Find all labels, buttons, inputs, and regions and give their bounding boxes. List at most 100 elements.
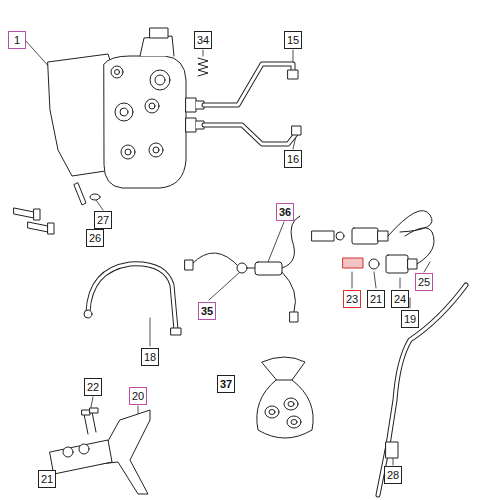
injection-pump-stroke [149,143,163,157]
callout-number: 21 [38,470,56,488]
parts-bag-stroke [265,406,279,418]
callout-number: 34 [194,31,212,49]
bleed-valve-upper-stroke [378,231,388,241]
callout-number: 26 [86,229,104,247]
callout-number: 25 [415,273,433,291]
bleed-valve-lower-stroke [386,255,408,273]
injection-pump-stroke [120,108,128,116]
callout-number: 20 [129,387,147,405]
injection-pump-stroke [155,75,165,85]
injection-pump-stroke [125,149,131,155]
callout-number: 21 [367,290,385,308]
injection-pump-stroke [115,103,133,121]
callout-number: 16 [284,150,302,168]
parts-bag-stroke [291,420,297,425]
leader-lines-stroke [410,298,411,308]
parts-bag-stroke [276,380,292,381]
sensor-cable [185,216,300,322]
callout-number: 27 [94,211,112,229]
injection-pump-stroke [111,66,123,78]
pipe-bores-stroke [88,264,176,330]
bleed-valve-lower-stroke [369,259,379,269]
callout-number: 19 [401,310,419,328]
pipes-stroke [204,125,296,144]
callout-number: 36 [276,203,294,221]
pipes-stroke [204,64,293,105]
bracket-stroke [50,440,112,474]
callout-number: 22 [84,378,102,396]
bleed-valve-upper-stroke [336,232,344,240]
injection-pump-stroke [186,98,196,112]
leader-lines-stroke [424,262,430,272]
pipe-nuts-stroke [292,126,301,135]
callout-number: 28 [384,466,402,484]
callout-number: 24 [391,290,409,308]
bleed-valve-upper-stroke [352,228,378,244]
injection-pump-stroke [121,145,135,159]
bracket-stroke [79,444,89,454]
pump-bolts-stroke [48,223,54,234]
sensor-cable-stroke [185,260,193,270]
pipes [88,64,466,495]
pipe-nuts [84,70,398,458]
bleed-valve-lower-stroke [408,259,417,269]
pump-bolts-stroke [28,222,48,232]
pump-bolts [14,183,100,234]
injection-pump-stroke [104,56,186,188]
pipe-nuts-stroke [171,328,181,335]
callout-number: 18 [141,348,159,366]
parts-bag-stroke [257,357,313,438]
leader-lines-stroke [352,272,353,288]
pump-bolts-stroke [34,209,40,220]
pipe-nuts-stroke [84,310,92,318]
pump-bolts-stroke [90,194,100,200]
injection-pump-stroke [115,70,120,75]
bleed-valve-lower-stroke [405,228,434,264]
leader-lines-stroke [203,50,204,56]
leader-lines-stroke [393,458,394,465]
injection-pump-stroke [145,99,159,113]
parts-bag-stroke [288,402,294,407]
injection-pump [48,28,204,188]
parts-bag-stroke [287,416,301,428]
leader-lines-stroke [374,272,376,288]
bracket-stroke [82,410,90,415]
parts-bag-stroke [284,398,298,410]
injection-pump-stroke [140,36,174,56]
leader-lines-stroke [209,272,240,300]
leader-lines-stroke [268,222,284,262]
pipe-bores-stroke [204,125,296,144]
leader-lines [25,40,430,465]
pump-bolts-stroke [14,208,34,218]
spring-stroke [198,58,208,76]
bracket [50,408,150,494]
leader-lines-stroke [150,318,151,346]
injection-pump-stroke [153,147,159,153]
pipes-stroke [88,264,176,330]
callout-number: 23 [343,290,361,308]
callout-number: 15 [284,31,302,49]
injection-pump-stroke [149,103,155,109]
pipes-stroke [378,285,466,495]
bleed-valve-upper-stroke [388,211,432,236]
pipe-nuts-stroke [288,70,298,79]
bleed-valve-upper [312,211,432,244]
injection-pump-stroke [48,54,112,176]
injection-pump-stroke [150,28,168,38]
callout-number: 1 [8,31,26,49]
callout-number: 35 [198,302,216,320]
bracket-stroke [90,408,98,413]
parts-bag [257,357,313,438]
injection-pump-stroke [186,118,196,132]
bleed-valve-lower-stroke [343,258,363,268]
pipe-bores-stroke [204,64,293,105]
injection-pump-stroke [150,70,170,90]
bleed-valve-upper-stroke [312,231,334,241]
sensor-cable-stroke [255,262,282,275]
leader-lines-stroke [96,200,103,210]
pipe-bores-stroke [378,285,466,495]
callout-number: 37 [217,375,235,393]
bracket-stroke [63,447,73,457]
spring [198,58,208,76]
